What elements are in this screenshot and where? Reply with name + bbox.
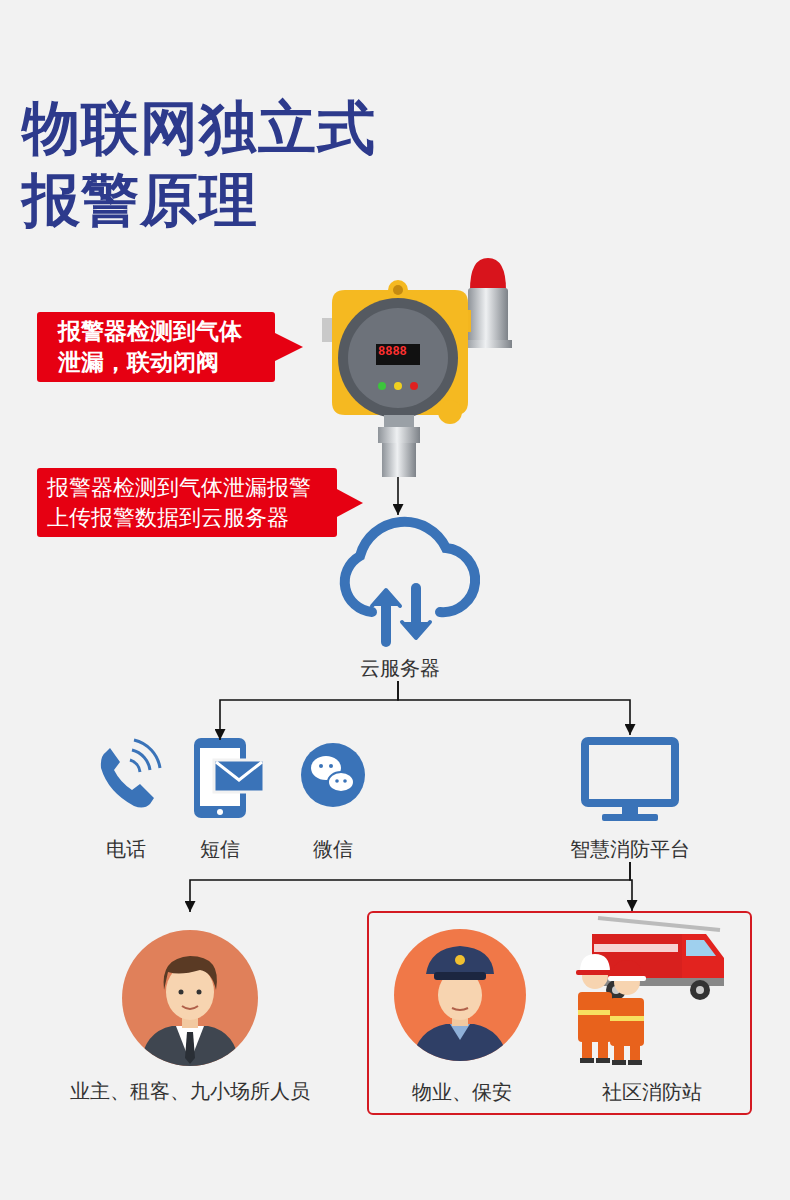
guard-node: 物业、保安: [382, 913, 542, 1105]
guard-avatar: [394, 929, 526, 1070]
owner-node: 业主、租客、九小场所人员: [65, 912, 315, 1104]
callout-tail: [335, 488, 365, 518]
phone-icon: [101, 740, 160, 808]
icon-space: [298, 740, 368, 836]
callout-box: 报警器检测到气体 泄漏，联动闭阀: [37, 312, 275, 382]
node-label: 业主、租客、九小场所人员: [65, 1078, 315, 1104]
wechat-node: 微信: [298, 740, 368, 862]
icon-space: [567, 913, 737, 1079]
platform-node: 智慧消防平台: [555, 735, 705, 862]
callout-text: 报警器检测到气体 泄漏，联动闭阀: [58, 316, 248, 378]
phone-node: 电话: [91, 740, 161, 862]
callout-tail-shape: [273, 332, 303, 362]
node-label: 物业、保安: [382, 1079, 542, 1105]
display-digits: 8888: [378, 345, 407, 359]
node-label: 云服务器: [330, 655, 470, 681]
title: 物联网独立式 报警原理: [22, 92, 394, 236]
owner-avatar: [122, 930, 258, 1070]
cloud-icon: [345, 522, 475, 642]
gas-detector-node: 8888: [325, 255, 515, 477]
callout-tail-shape: [335, 488, 363, 518]
node-label: 短信: [185, 836, 255, 862]
sms-node: 短信: [185, 740, 255, 862]
node-label: 社区消防站: [567, 1079, 737, 1105]
callout-text: 报警器检测到气体泄漏报警 上传报警数据到云服务器: [47, 473, 319, 532]
node-label: 电话: [91, 836, 161, 862]
icon-space: [555, 735, 705, 836]
monitor-icon: [585, 741, 675, 821]
icon-space: [185, 740, 255, 836]
node-label: 微信: [298, 836, 368, 862]
icon-space: [65, 912, 315, 1078]
icon-space: [91, 740, 161, 836]
connector: [630, 862, 632, 911]
connector: [190, 862, 630, 912]
callout-tail: [273, 332, 305, 362]
callout-box: 报警器检测到气体泄漏报警 上传报警数据到云服务器: [37, 468, 337, 537]
connector: [398, 681, 630, 735]
fire-station-node: 社区消防站: [567, 913, 737, 1105]
connector: [220, 681, 398, 740]
gas-detector: [322, 258, 512, 477]
responder-group: 物业、保安社区消防站: [367, 911, 752, 1115]
fire-station-illustration: [576, 918, 724, 1065]
icon-space: [330, 515, 470, 655]
cloud-server-node: 云服务器: [330, 515, 470, 681]
sms-icon: [194, 738, 264, 818]
icon-space: [382, 913, 542, 1079]
connector: [397, 477, 399, 515]
wechat-icon: [301, 743, 365, 807]
node-label: 智慧消防平台: [555, 836, 705, 862]
